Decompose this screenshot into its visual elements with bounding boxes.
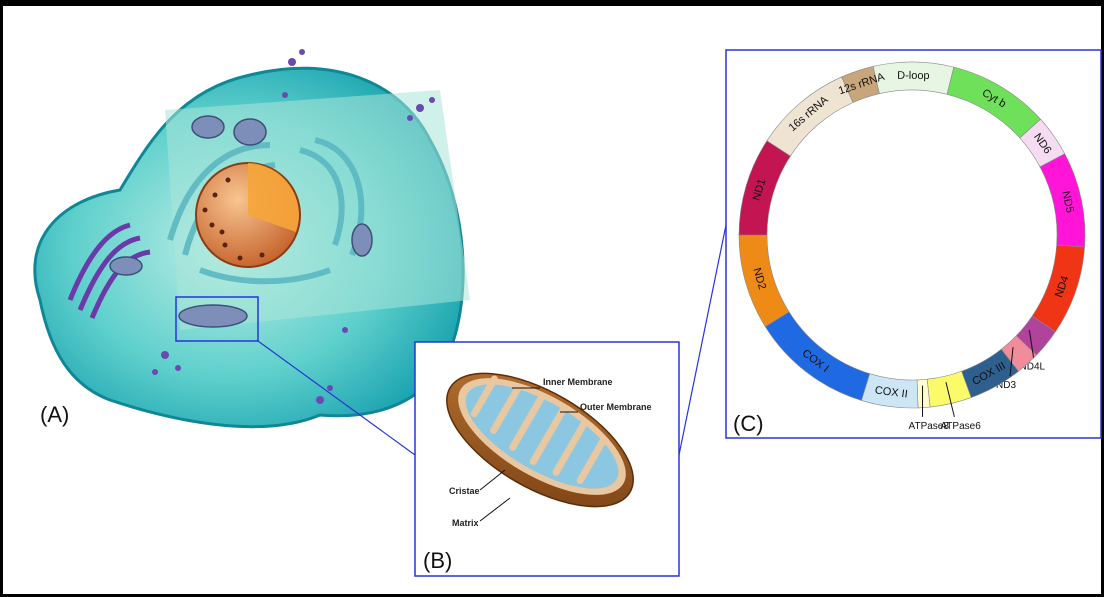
cristae-label: Cristae <box>449 486 480 496</box>
panel-a-label: (A) <box>40 402 69 427</box>
gene-label-d-loop: D-loop <box>897 70 930 82</box>
outer-membrane-label: Outer Membrane <box>580 402 652 412</box>
panel-b-label: (B) <box>423 548 452 573</box>
panel-b: Inner Membrane Outer Membrane Cristae Ma… <box>415 342 679 576</box>
gene-label-atpase8: ATPase8 <box>909 421 950 432</box>
panel-c-label: (C) <box>733 411 764 436</box>
matrix-label: Matrix <box>452 518 479 528</box>
inner-membrane-label: Inner Membrane <box>543 377 613 387</box>
animal-cell-illustration <box>35 49 470 427</box>
